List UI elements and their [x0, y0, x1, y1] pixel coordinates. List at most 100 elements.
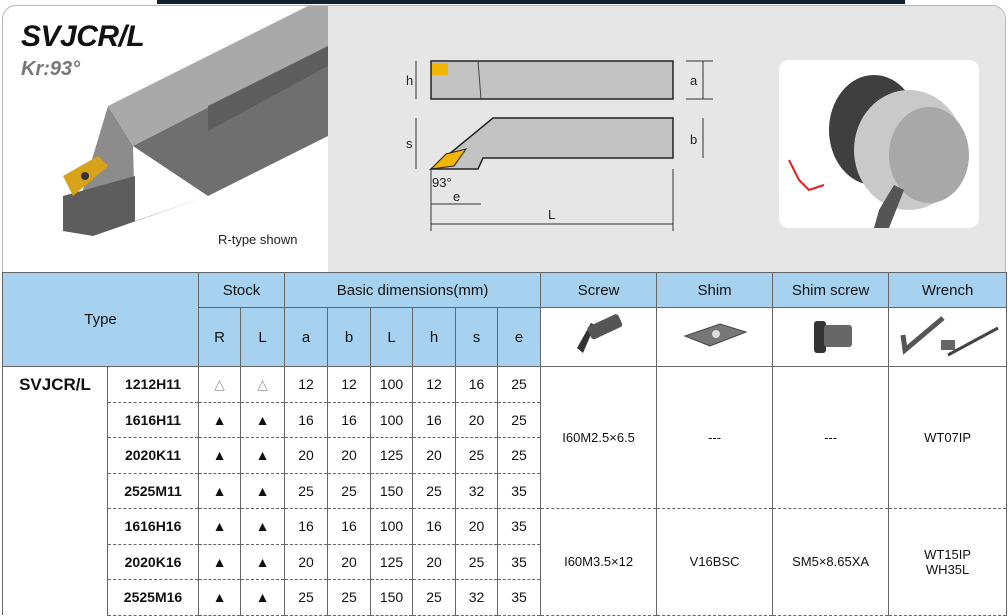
dim-b: b	[690, 132, 697, 147]
tool-holder-image	[63, 6, 328, 236]
subheader-dim-b: b	[327, 307, 372, 367]
cell-dim-L: 100	[370, 508, 414, 545]
dim-L: L	[548, 207, 555, 222]
header-type: Type	[2, 272, 199, 367]
cell-stock-l: △	[239, 366, 286, 403]
cell-stock-r: ▲	[198, 401, 241, 438]
approach-angle: Kr:93°	[21, 58, 81, 80]
model-code: 1212H11	[107, 366, 199, 403]
cell-stock-r: ▲	[198, 508, 241, 545]
cell-stock-r: ▲	[198, 472, 241, 509]
cell-dim-s: 16	[455, 366, 499, 403]
type-name: SVJCR/L	[2, 366, 108, 615]
dim-e: e	[453, 189, 460, 204]
subheader-stock-l: L	[239, 307, 286, 367]
shim-code: ---	[656, 366, 774, 509]
cell-dim-a: 25	[284, 472, 329, 509]
cell-dim-h: 16	[412, 401, 457, 438]
cell-dim-h: 12	[412, 366, 457, 403]
cell-stock-r: ▲	[198, 543, 241, 580]
shim-code: V16BSC	[656, 508, 774, 616]
shim-screw-code: SM5×8.65XA	[772, 508, 890, 616]
cell-dim-b: 16	[327, 508, 372, 545]
model-code: 2020K16	[107, 543, 199, 580]
cell-stock-r: △	[198, 366, 241, 403]
cell-dim-L: 100	[370, 401, 414, 438]
cell-dim-a: 25	[284, 579, 329, 616]
cell-dim-s: 20	[455, 401, 499, 438]
dim-s: s	[406, 136, 413, 151]
cell-stock-r: ▲	[198, 437, 241, 474]
cell-dim-h: 20	[412, 437, 457, 474]
model-code: 1616H11	[107, 401, 199, 438]
cell-dim-b: 20	[327, 437, 372, 474]
cell-stock-l: ▲	[239, 401, 286, 438]
cell-dim-L: 100	[370, 366, 414, 403]
cell-dim-e: 25	[497, 437, 542, 474]
cell-dim-a: 12	[284, 366, 329, 403]
cell-dim-h: 25	[412, 579, 457, 616]
cell-stock-l: ▲	[239, 508, 286, 545]
cell-dim-e: 35	[497, 472, 542, 509]
shim-screw-code: ---	[772, 366, 890, 509]
cell-dim-e: 35	[497, 508, 542, 545]
cell-dim-b: 25	[327, 579, 372, 616]
cell-stock-r: ▲	[198, 579, 241, 616]
shim-screw-image	[772, 307, 890, 367]
product-panel: SVJCR/L Kr:93° R-type shown h a s b 93° …	[2, 5, 1006, 285]
cell-dim-a: 16	[284, 401, 329, 438]
subheader-dim-s: s	[455, 307, 499, 367]
model-code: 2525M11	[107, 472, 199, 509]
image-caption: R-type shown	[218, 232, 298, 247]
dim-a: a	[690, 73, 698, 88]
screw-code: I60M2.5×6.5	[540, 366, 658, 509]
cell-dim-L: 150	[370, 472, 414, 509]
subheader-stock-r: R	[198, 307, 241, 367]
wrench-item: WT15IP	[924, 546, 972, 562]
shim-image	[656, 307, 774, 367]
screw-image	[540, 307, 658, 367]
cell-dim-b: 12	[327, 366, 372, 403]
cell-dim-e: 35	[497, 543, 542, 580]
header-basic-dimensions: Basic dimensions(mm)	[284, 272, 542, 308]
wrench-item: WT07IP	[924, 430, 972, 445]
model-code: 2525M16	[107, 579, 199, 616]
cell-dim-s: 32	[455, 472, 499, 509]
cell-dim-b: 20	[327, 543, 372, 580]
cell-dim-a: 20	[284, 543, 329, 580]
subheader-dim-L: L	[370, 307, 414, 367]
cell-dim-a: 16	[284, 508, 329, 545]
screw-code: I60M3.5×12	[540, 508, 658, 616]
cell-stock-l: ▲	[239, 437, 286, 474]
product-title: SVJCR/L	[21, 20, 145, 53]
application-photo	[779, 60, 979, 228]
cell-dim-e: 25	[497, 366, 542, 403]
cell-dim-h: 16	[412, 508, 457, 545]
header-shim-screw: Shim screw	[772, 272, 890, 308]
cell-dim-L: 125	[370, 437, 414, 474]
cell-dim-h: 25	[412, 472, 457, 509]
model-code: 1616H16	[107, 508, 199, 545]
model-code: 2020K11	[107, 437, 199, 474]
cell-dim-h: 20	[412, 543, 457, 580]
spec-table: Type Stock Basic dimensions(mm) Screw Sh…	[2, 272, 1008, 616]
subheader-dim-a: a	[284, 307, 329, 367]
cell-dim-b: 25	[327, 472, 372, 509]
cell-stock-l: ▲	[239, 472, 286, 509]
top-bar	[157, 0, 905, 4]
dim-h: h	[406, 73, 413, 88]
cell-dim-s: 32	[455, 579, 499, 616]
cell-dim-s: 25	[455, 543, 499, 580]
cell-dim-e: 35	[497, 579, 542, 616]
wrench-item: WH35L	[925, 561, 970, 577]
header-wrench: Wrench	[888, 272, 1008, 308]
wrench-code: WT07IP	[888, 366, 1008, 509]
cell-dim-s: 20	[455, 508, 499, 545]
subheader-dim-h: h	[412, 307, 457, 367]
dimension-drawing: h a s b 93° e L	[406, 60, 713, 231]
header-screw: Screw	[540, 272, 658, 308]
